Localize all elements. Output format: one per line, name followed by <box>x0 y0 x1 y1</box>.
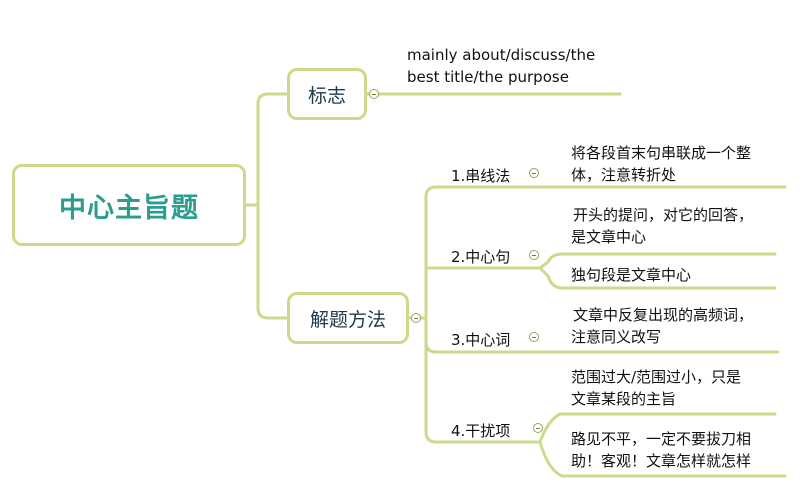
method-label[interactable]: 4.干扰项 <box>451 422 511 440</box>
link-note-2b <box>538 266 777 290</box>
link-method-4 <box>424 316 542 444</box>
note-text-line: 独句段是文章中心 <box>571 266 692 284</box>
leaf-text-line: best title/the purpose <box>407 68 569 86</box>
branch-node-method[interactable]: 解题方法 <box>287 292 409 344</box>
branch-label-method: 解题方法 <box>309 308 386 331</box>
note-text-line: 范围过大/范围过小，只是 <box>571 368 742 386</box>
link-note-4a <box>538 412 777 444</box>
link-method-1 <box>424 185 542 320</box>
root-node[interactable]: 中心主旨题 <box>12 164 246 246</box>
note-text-line: 开头的提问，对它的回答， <box>573 206 754 224</box>
branch-node-marker[interactable]: 标志 <box>287 68 367 120</box>
note-text-line: 是文章中心 <box>571 228 647 246</box>
collapse-toggle-icon[interactable] <box>529 168 539 178</box>
note-text-line: 注意同义改写 <box>571 328 662 346</box>
note-text-line: 路见不平，一定不要拔刀相 <box>571 430 752 448</box>
link-note-2a <box>538 252 777 270</box>
method-label[interactable]: 1.串线法 <box>451 167 511 185</box>
note-text-line: 文章某段的主旨 <box>571 390 677 408</box>
leaf-text-line: mainly about/discuss/the <box>407 46 596 64</box>
method-label[interactable]: 2.中心句 <box>451 248 511 266</box>
note-text-line: 体，注意转折处 <box>571 166 677 184</box>
link-root-method <box>256 203 289 320</box>
root-label: 中心主旨题 <box>59 192 199 224</box>
link-note-4b <box>538 440 787 478</box>
collapse-toggle-icon[interactable] <box>529 332 539 342</box>
link-root-marker <box>244 92 289 207</box>
collapse-toggle-icon[interactable] <box>529 250 539 260</box>
collapse-toggle-icon[interactable] <box>369 89 379 99</box>
method-label[interactable]: 3.中心词 <box>451 331 511 349</box>
note-text-line: 助！客观！文章怎样就怎样 <box>571 452 752 470</box>
collapse-toggle-icon[interactable] <box>533 423 543 433</box>
note-text-line: 文章中反复出现的高频词， <box>573 306 754 324</box>
branch-label-marker: 标志 <box>307 84 346 107</box>
collapse-toggle-icon[interactable] <box>411 313 421 323</box>
note-text-line: 将各段首末句串联成一个整 <box>571 144 752 162</box>
